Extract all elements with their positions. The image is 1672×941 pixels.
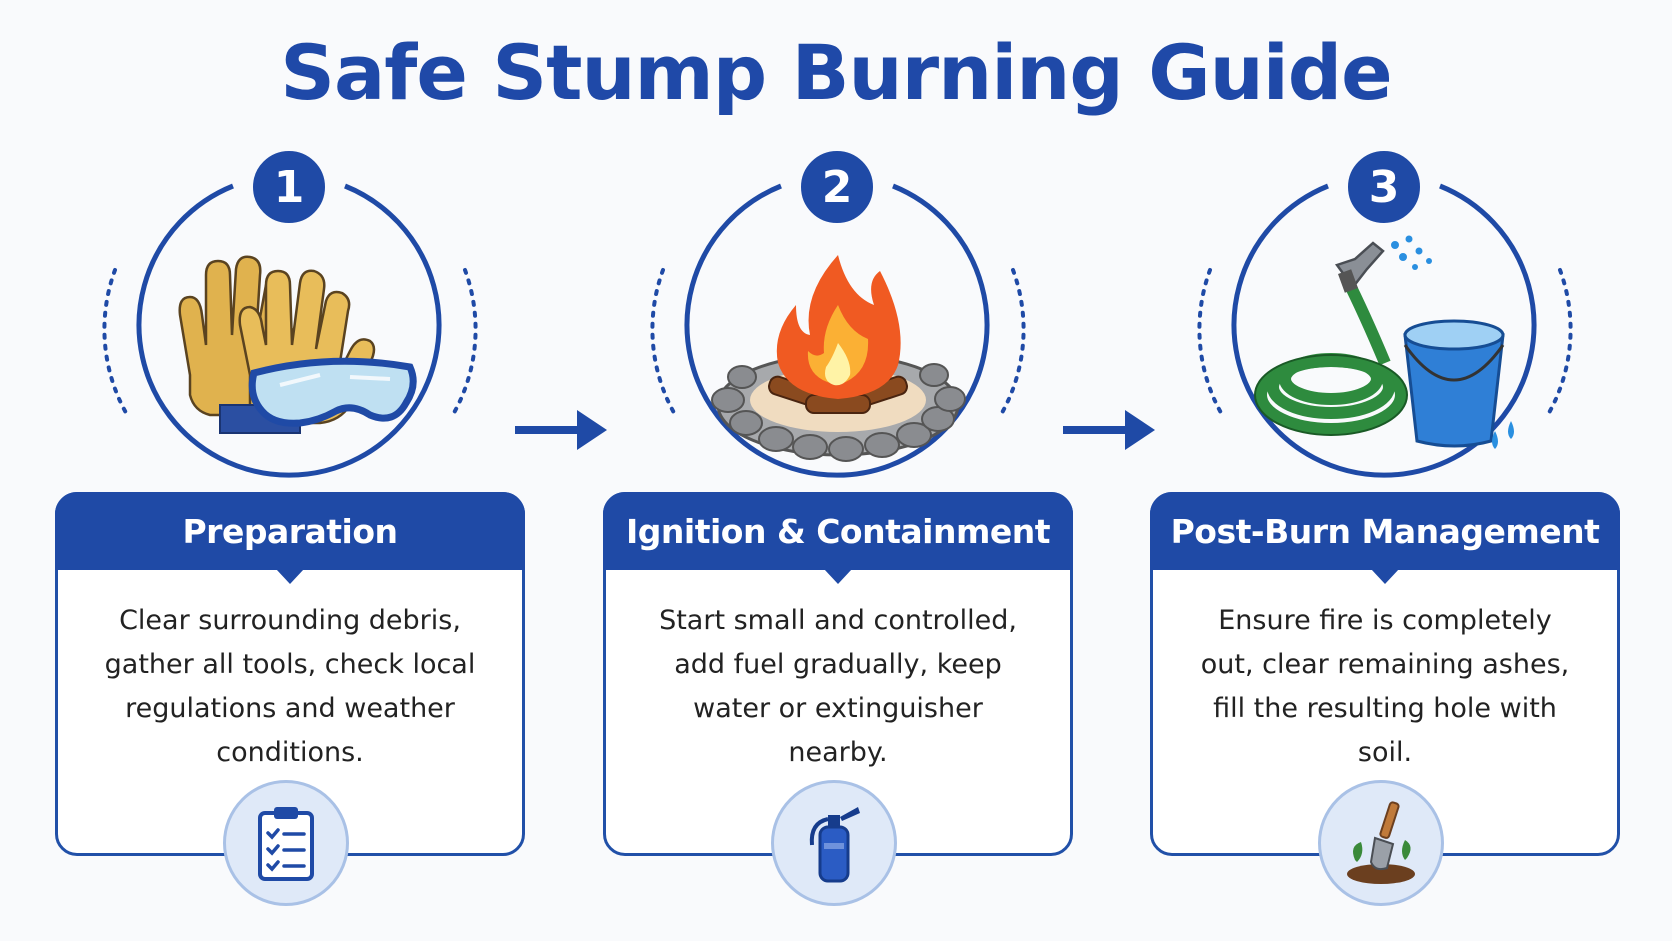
- step-ring: [102, 183, 478, 478]
- step-description: Ensure fire is completely out, clear rem…: [1200, 605, 1570, 768]
- step-description: Clear surrounding debris, gather all too…: [104, 605, 476, 768]
- step-ring: [650, 183, 1026, 478]
- clipboard-checklist-icon: [258, 807, 314, 881]
- hose-and-bucket-icon: [1254, 235, 1514, 449]
- trowel-in-soil-icon: [1347, 801, 1415, 884]
- step-number-badge: 2: [795, 145, 879, 229]
- step-description: Start small and controlled, add fuel gra…: [659, 605, 1017, 768]
- arrow-right-icon: [515, 410, 607, 450]
- step-preparation: 1 Preparation Clear surrounding debris, …: [55, 0, 525, 941]
- step-heading: Preparation: [55, 492, 525, 584]
- step-badge: [771, 780, 897, 906]
- step-ring: [1197, 183, 1573, 478]
- campfire-ring-icon: [711, 255, 966, 462]
- step-number-badge: 1: [247, 145, 331, 229]
- step-heading: Post-Burn Management: [1150, 492, 1620, 584]
- fire-extinguisher-icon: [809, 807, 860, 883]
- step-number-badge: 3: [1342, 145, 1426, 229]
- gloves-and-goggles-icon: [178, 255, 417, 434]
- step-badge: [223, 780, 349, 906]
- step-ignition: 2 Ignition & Containment Start small and…: [603, 0, 1073, 941]
- step-post-burn: 3 Post-Burn Management Ensure fire is co…: [1150, 0, 1620, 941]
- arrow-right-icon: [1063, 410, 1155, 450]
- page-title: Safe Stump Burning Guide: [280, 28, 1392, 117]
- step-badge: [1318, 780, 1444, 906]
- step-heading: Ignition & Containment: [603, 492, 1073, 584]
